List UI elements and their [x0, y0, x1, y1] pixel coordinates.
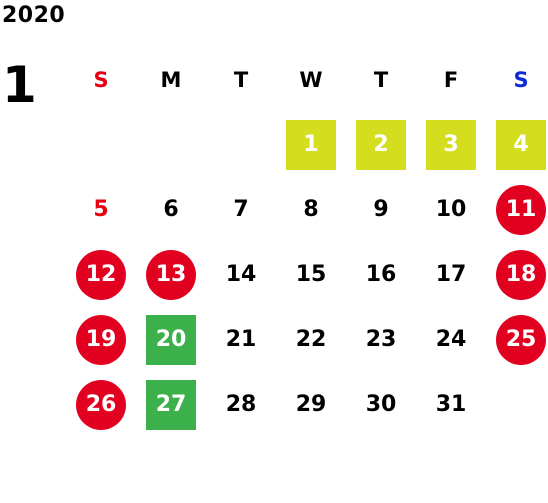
- day-number: 14: [225, 262, 257, 287]
- empty-day-cell: [136, 112, 206, 177]
- holiday-circle-day: 13: [146, 249, 196, 300]
- day-cell: 21: [206, 307, 276, 372]
- day-cell: 10: [416, 177, 486, 242]
- day-number: 9: [373, 197, 389, 222]
- weekday-sunday: S: [93, 68, 109, 92]
- day-cell: 9: [346, 177, 416, 242]
- day-number: 10: [435, 197, 467, 222]
- weekday-saturday: S: [513, 68, 529, 92]
- day-cell: 5: [66, 177, 136, 242]
- day-cell: 24: [416, 307, 486, 372]
- weekday-wednesday: W: [299, 68, 323, 92]
- day-number: 17: [435, 262, 467, 287]
- day-number: 28: [225, 392, 257, 417]
- month-number: 1: [2, 56, 37, 114]
- day-cell: 1: [276, 112, 346, 177]
- empty-day-cell: [66, 112, 136, 177]
- highlighted-day-yellow: 4: [496, 119, 546, 170]
- day-cell: 11: [486, 177, 548, 242]
- holiday-circle-day: 12: [76, 249, 126, 300]
- holiday-circle-day: 11: [496, 184, 546, 235]
- year-label: 2020: [2, 3, 66, 28]
- day-number: 21: [225, 327, 257, 352]
- weekday-thursday: T: [373, 68, 389, 92]
- day-number: 8: [303, 197, 319, 222]
- holiday-circle-day: 25: [496, 314, 546, 365]
- day-number: 29: [295, 392, 327, 417]
- day-number: 22: [295, 327, 327, 352]
- highlighted-day-green: 20: [146, 314, 196, 365]
- highlighted-day-yellow: 2: [356, 119, 406, 170]
- day-number: 16: [365, 262, 397, 287]
- day-cell: 2: [346, 112, 416, 177]
- holiday-circle-day: 26: [76, 379, 126, 430]
- empty-day-cell: [486, 372, 548, 437]
- day-number: 6: [163, 197, 179, 222]
- day-cell: 14: [206, 242, 276, 307]
- empty-day-cell: [206, 112, 276, 177]
- day-cell: 25: [486, 307, 548, 372]
- day-number: 30: [365, 392, 397, 417]
- highlighted-day-green: 27: [146, 379, 196, 430]
- day-number: 31: [435, 392, 467, 417]
- day-number: 7: [233, 197, 249, 222]
- day-cell: 29: [276, 372, 346, 437]
- day-cell: 19: [66, 307, 136, 372]
- day-cell: 13: [136, 242, 206, 307]
- holiday-circle-day: 19: [76, 314, 126, 365]
- day-cell: 17: [416, 242, 486, 307]
- weekday-monday: M: [160, 68, 182, 92]
- day-cell: 31: [416, 372, 486, 437]
- day-cell: 12: [66, 242, 136, 307]
- weekday-friday: F: [443, 68, 459, 92]
- day-cell: 22: [276, 307, 346, 372]
- highlighted-day-yellow: 1: [286, 119, 336, 170]
- day-number: 5: [93, 197, 109, 222]
- day-number: 23: [365, 327, 397, 352]
- day-cell: 23: [346, 307, 416, 372]
- day-cell: 6: [136, 177, 206, 242]
- day-cell: 15: [276, 242, 346, 307]
- weekday-tuesday: T: [233, 68, 249, 92]
- day-cell: 4: [486, 112, 548, 177]
- day-cell: 3: [416, 112, 486, 177]
- holiday-circle-day: 18: [496, 249, 546, 300]
- day-cell: 27: [136, 372, 206, 437]
- day-cell: 28: [206, 372, 276, 437]
- day-cell: 18: [486, 242, 548, 307]
- highlighted-day-yellow: 3: [426, 119, 476, 170]
- day-cell: 7: [206, 177, 276, 242]
- day-cell: 26: [66, 372, 136, 437]
- day-number: 15: [295, 262, 327, 287]
- day-cell: 16: [346, 242, 416, 307]
- day-cell: 8: [276, 177, 346, 242]
- day-number: 24: [435, 327, 467, 352]
- day-cell: 30: [346, 372, 416, 437]
- day-cell: 20: [136, 307, 206, 372]
